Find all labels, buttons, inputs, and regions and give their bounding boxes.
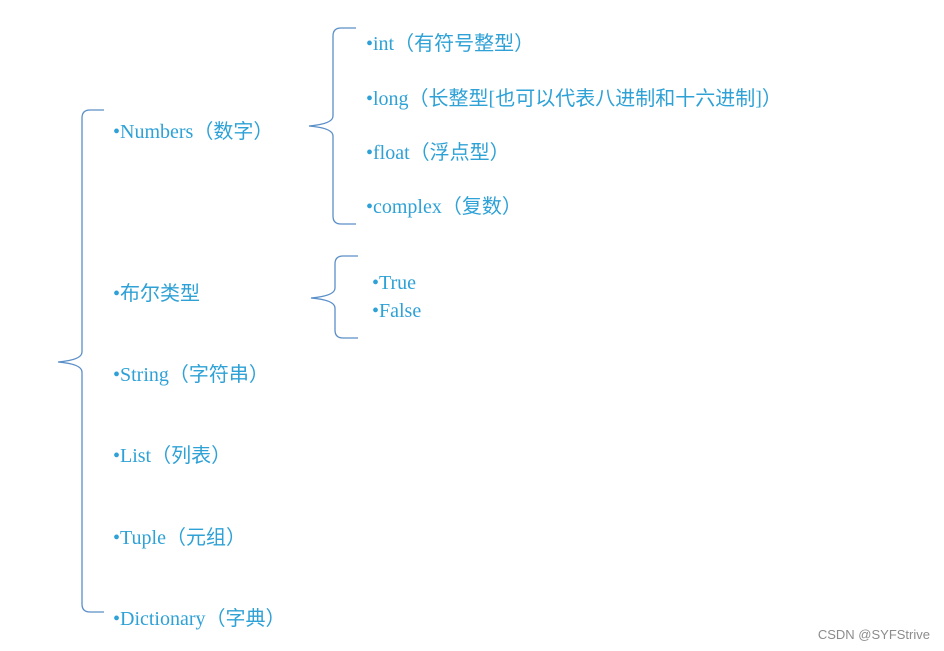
bool-brace bbox=[310, 255, 358, 339]
bool-child-true: •True bbox=[372, 272, 417, 294]
root-item-numbers: •Numbers（数字） bbox=[113, 121, 274, 143]
watermark: CSDN @SYFStrive bbox=[817, 627, 930, 642]
numbers-brace bbox=[308, 27, 356, 225]
numbers-child-long: •long（长整型[也可以代表八进制和十六进制]） bbox=[366, 88, 782, 110]
numbers-child-int: •int（有符号整型） bbox=[366, 33, 535, 55]
bool-child-false: •False bbox=[372, 300, 422, 322]
root-brace bbox=[57, 109, 104, 613]
root-item-dictionary: •Dictionary（字典） bbox=[113, 608, 286, 630]
numbers-child-complex: •complex（复数） bbox=[366, 196, 522, 218]
root-item-tuple: •Tuple（元组） bbox=[113, 527, 246, 549]
numbers-child-float: •float（浮点型） bbox=[366, 142, 510, 164]
root-item-bool: •布尔类型 bbox=[113, 283, 201, 305]
root-item-string: •String（字符串） bbox=[113, 364, 269, 386]
root-item-list: •List（列表） bbox=[113, 445, 232, 467]
